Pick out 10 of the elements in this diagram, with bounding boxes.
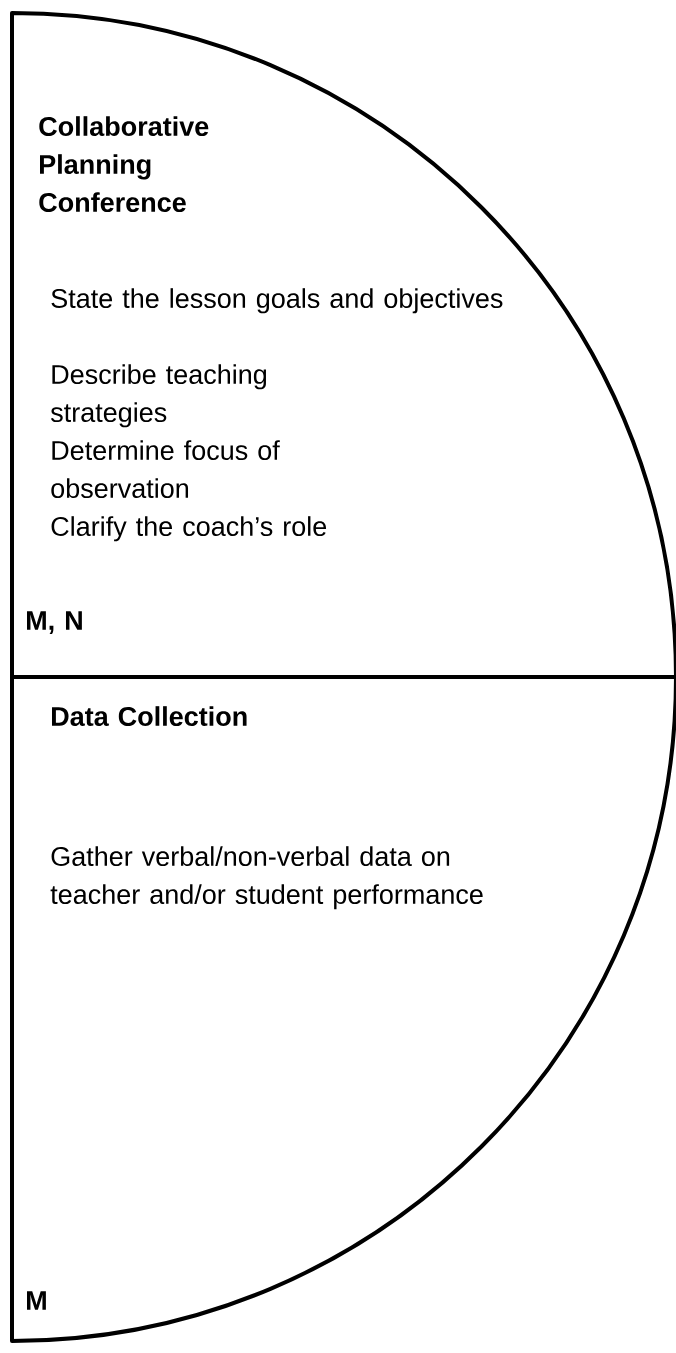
quarter-circle-panel xyxy=(10,675,676,1343)
heading-text: Collaborative Planning Conference xyxy=(39,116,209,212)
list-item: State the lesson goals and objectives xyxy=(51,288,503,314)
list-item: Clarify the coach’s role xyxy=(51,516,327,542)
list-item: Determine focus of observation xyxy=(51,440,280,498)
list-item: Gather verbal/non-verbal data on teacher and/or student performance xyxy=(50,846,483,910)
heading-text: Data Collection xyxy=(52,706,247,726)
tag-label: M xyxy=(27,1291,46,1310)
list-item: Describe teaching strategies xyxy=(50,364,267,428)
tag-label: M, N xyxy=(27,611,82,634)
